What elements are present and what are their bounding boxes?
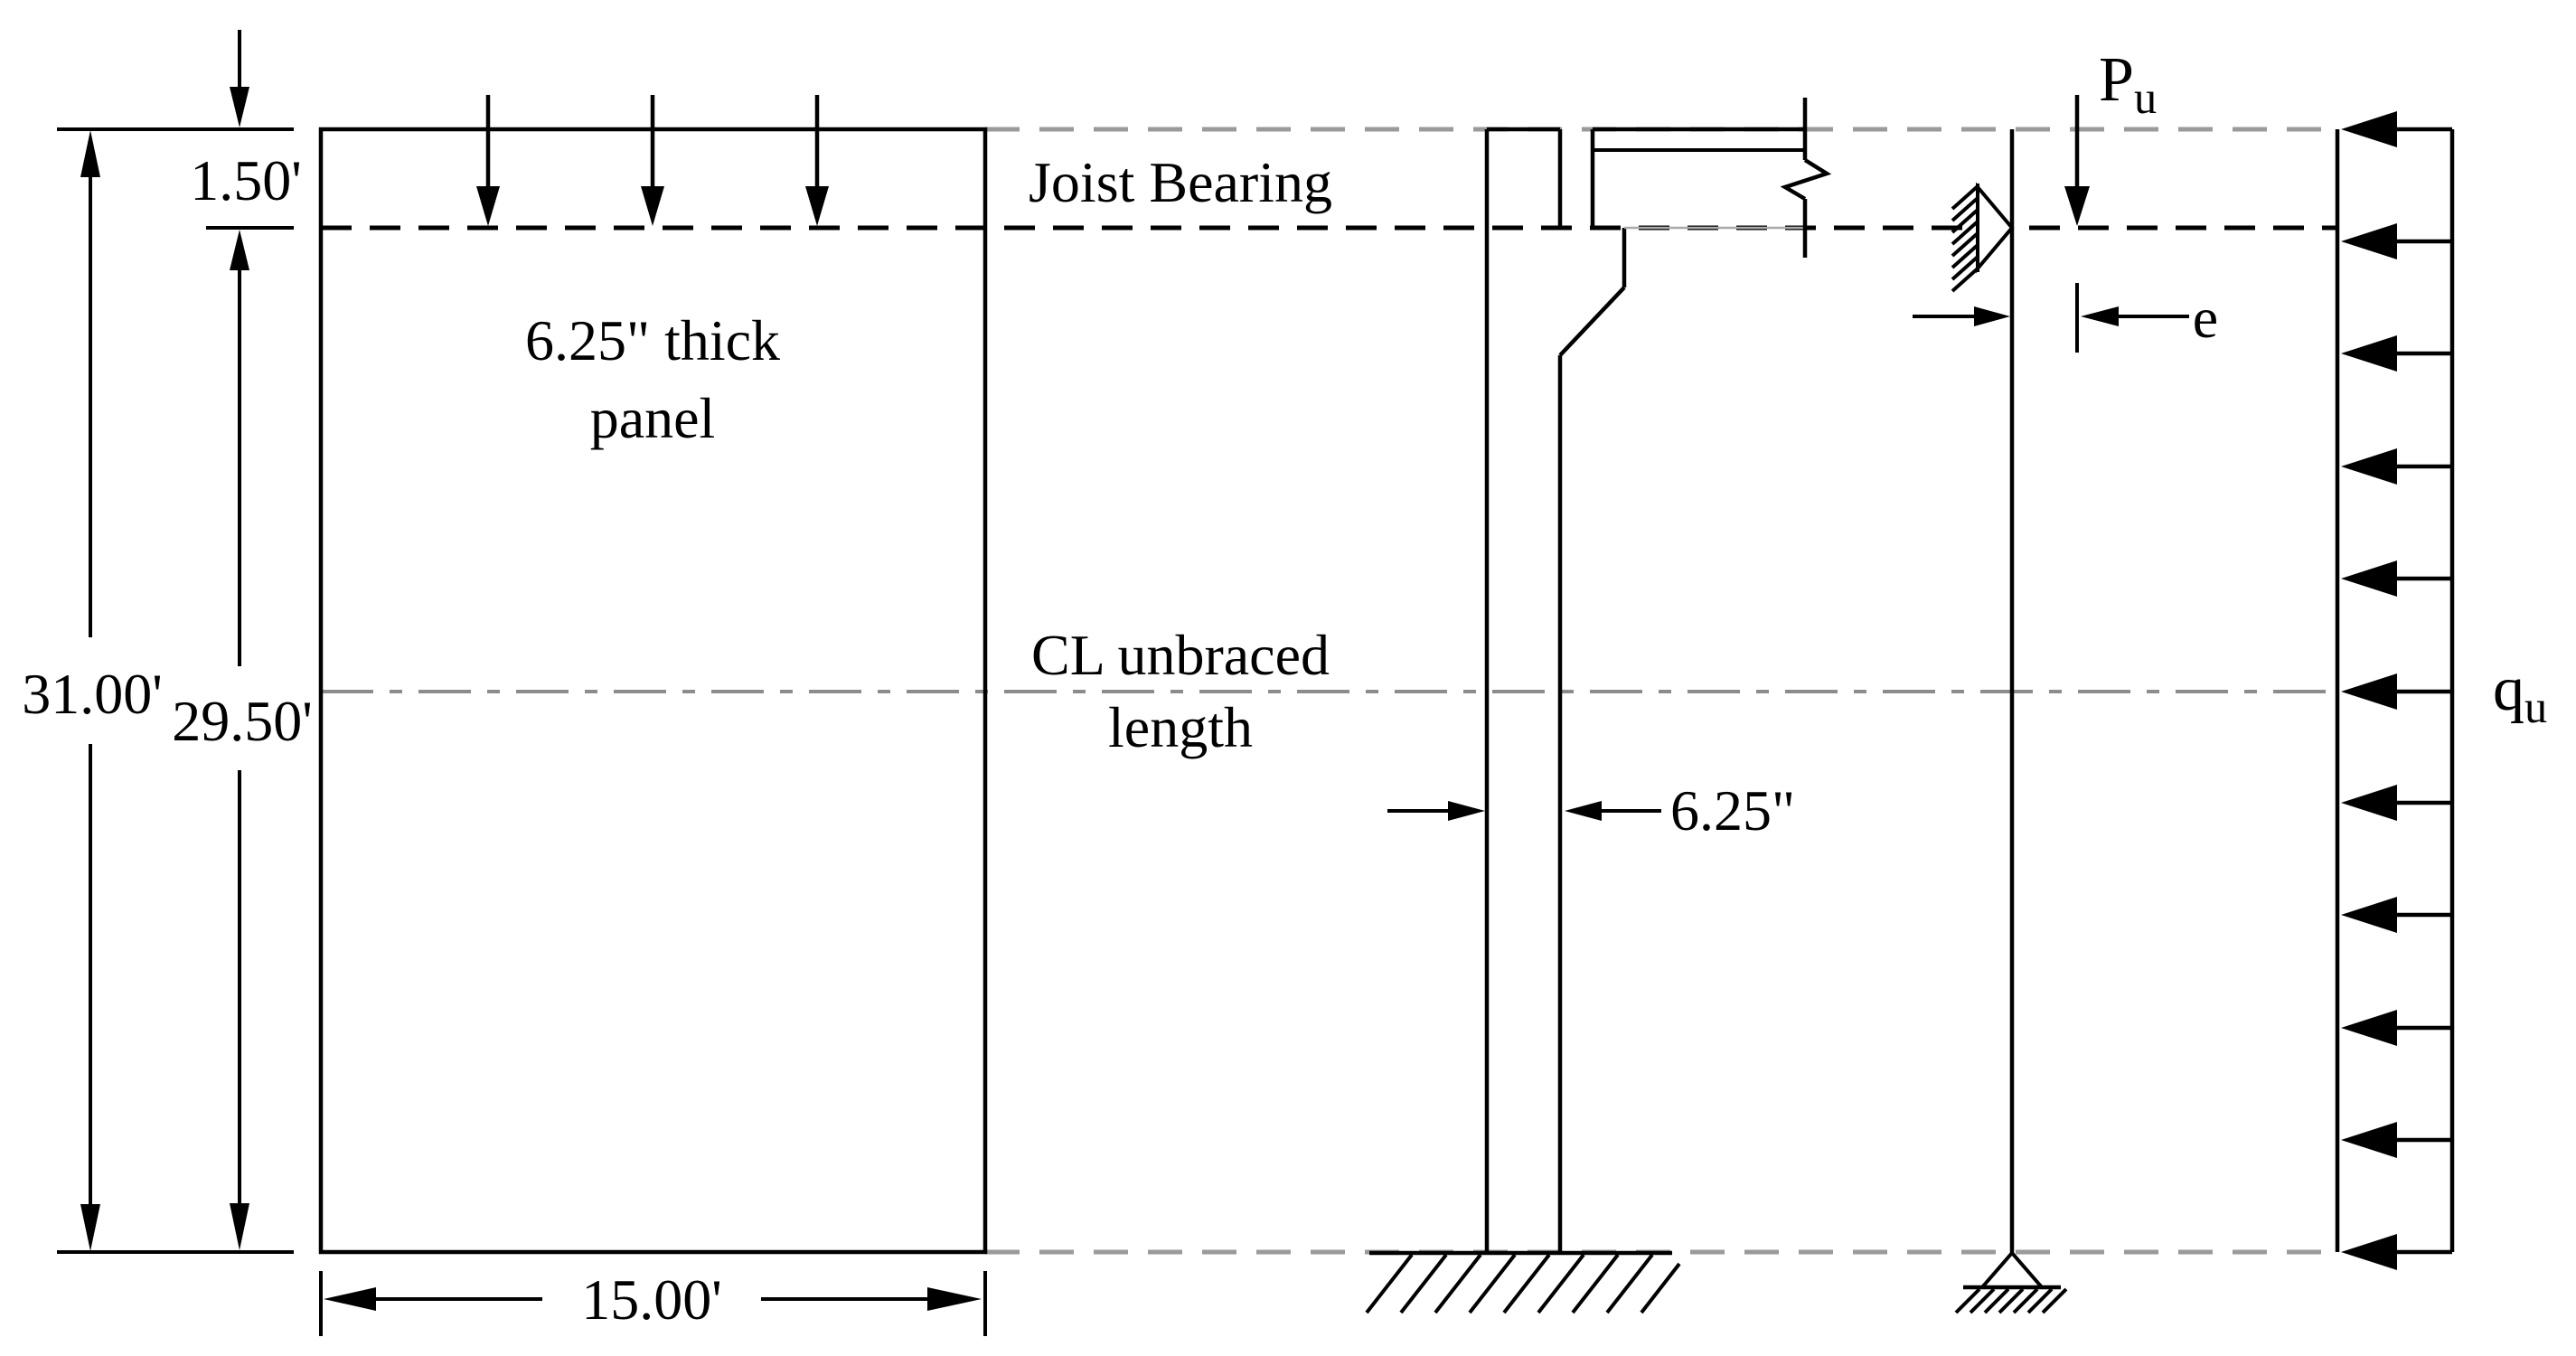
- dim-arrow-up: [80, 130, 100, 177]
- joist-bearing-label: Joist Bearing: [1029, 150, 1332, 214]
- unbraced-height-dimension: [230, 230, 249, 1250]
- lateral-load-arrows: [2341, 111, 2452, 1270]
- joist-break-symbol: [1780, 98, 1832, 258]
- joist: [1590, 98, 1832, 258]
- dim-arrow-right: [1974, 306, 2010, 326]
- dim-arrow-down: [230, 1203, 249, 1250]
- dim-arrow-right: [1448, 801, 1485, 821]
- top-pin-support: [1951, 182, 2015, 293]
- axial-load-arrow: [2064, 95, 2090, 226]
- dim-arrow-down: [80, 1204, 100, 1251]
- pin-triangle: [1976, 182, 2015, 274]
- support-wall-hatch: [1951, 184, 1979, 293]
- centerline-label: CL unbraced length: [1031, 619, 1330, 764]
- dim-label-wall-thickness: 6.25": [1669, 778, 1796, 843]
- lateral-load-label: qu: [2493, 654, 2548, 733]
- panel-thickness-note: 6.25" thick panel: [525, 302, 780, 457]
- panel-width-dimension: [319, 1271, 987, 1336]
- dim-label-top-offset: 1.50': [190, 148, 302, 212]
- dim-arrow-down: [230, 87, 249, 127]
- load-arrow-head: [805, 186, 829, 226]
- dim-arrow-right: [927, 1287, 982, 1311]
- ground-hatch: [1365, 1253, 1681, 1314]
- eccentricity-label: e: [2192, 286, 2219, 350]
- wall-section: [1365, 98, 1832, 1314]
- centerline-label-line1: CL unbraced: [1031, 623, 1330, 687]
- ground-hatch: [1954, 1287, 2068, 1314]
- dim-arrow-left: [1565, 801, 1602, 821]
- load-arrow-head: [2064, 186, 2090, 226]
- dim-label-panel-width: 15.00': [581, 1267, 722, 1332]
- bottom-pin-support: [1954, 1249, 2068, 1314]
- load-arrow-head: [641, 186, 664, 226]
- section-ground: [1365, 1250, 1681, 1314]
- dim-label-overall-height: 31.00': [22, 662, 163, 726]
- column-model: [1913, 95, 2189, 1314]
- panel-note-line2: panel: [589, 386, 716, 450]
- axial-load-label: Pu: [2099, 45, 2158, 124]
- top-offset-dimension: [230, 30, 249, 127]
- panel-note-line1: 6.25" thick: [524, 308, 781, 372]
- overall-height-dimension: [80, 130, 100, 1251]
- dim-arrow-left: [324, 1287, 376, 1311]
- lateral-load-block: [2335, 111, 2455, 1270]
- height-dimensions: [57, 30, 294, 1254]
- dim-arrow-up: [230, 230, 249, 270]
- panel-elevation: [318, 95, 988, 1255]
- load-arrow-head: [476, 186, 500, 226]
- roof-load-arrows: [476, 95, 829, 226]
- centerline-label-line2: length: [1108, 695, 1253, 759]
- haunch-taper: [1558, 286, 1626, 357]
- pin-triangle: [1978, 1249, 2046, 1289]
- break-zigzag: [1780, 158, 1832, 201]
- eccentricity-dimension: [1913, 283, 2189, 353]
- dim-arrow-left: [2081, 306, 2119, 326]
- dim-label-unbraced-height: 29.50': [172, 689, 313, 753]
- thickness-dimension: [1387, 801, 1661, 821]
